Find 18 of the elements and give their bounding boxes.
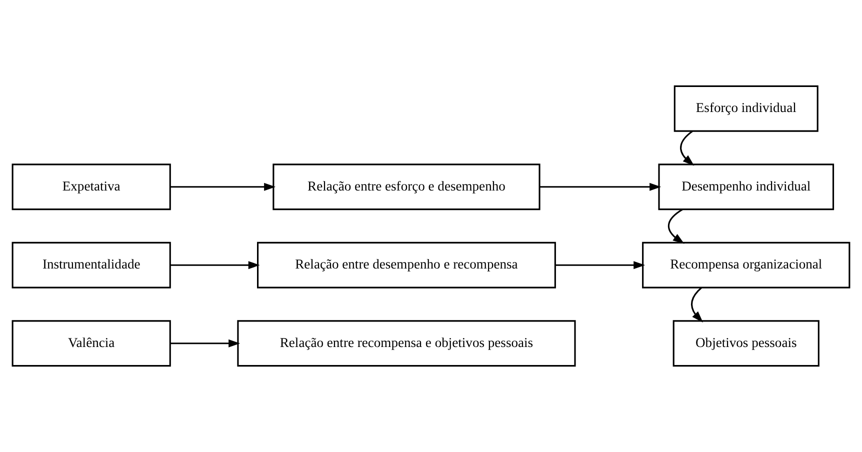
arrow [170, 182, 276, 191]
arrow [170, 339, 240, 348]
node-box: Desempenho individual [658, 164, 834, 210]
arrow [170, 261, 260, 270]
node-box: Relação entre recompensa e objetivos pessoais [237, 320, 576, 367]
node-box: Recompensa organizacional [642, 242, 850, 288]
node-box: Esforço individual [674, 85, 818, 132]
arrow [680, 130, 694, 166]
node-box: Objetivos pessoais [672, 320, 820, 367]
arrow [540, 182, 662, 191]
node-box: Relação entre desempenho e recompensa [257, 242, 556, 288]
arrow [690, 287, 704, 322]
node-box: Expetativa [12, 164, 171, 210]
node-box: Valência [12, 320, 171, 367]
node-box: Relação entre esforço e desempenho [272, 164, 540, 210]
node-box: Instrumentalidade [12, 242, 171, 288]
arrow [668, 208, 684, 244]
arrow [556, 261, 646, 270]
